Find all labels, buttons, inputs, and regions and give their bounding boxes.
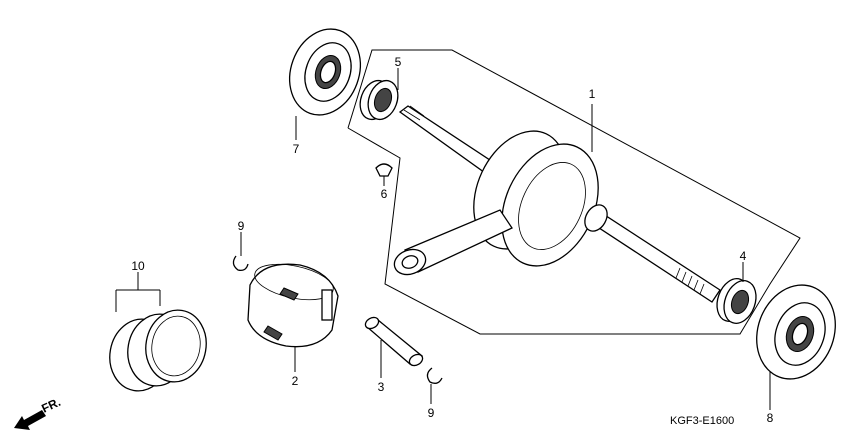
piston-pin-clip-lower[interactable]	[426, 367, 443, 384]
callout-10: 10	[131, 259, 145, 273]
callout-8: 8	[767, 411, 774, 425]
callout-9-upper: 9	[238, 219, 245, 233]
callout-9-lower: 9	[428, 406, 435, 420]
needle-bearing-left[interactable]	[355, 76, 403, 123]
ball-bearing-right[interactable]	[744, 274, 848, 390]
fr-label: FR.	[39, 395, 62, 416]
assembly-boundary	[347, 49, 801, 335]
callout-2: 2	[292, 374, 299, 388]
diagram-code: KGF3-E1600	[670, 415, 734, 427]
piston[interactable]	[247, 258, 339, 348]
front-direction-arrow: FR.	[14, 395, 63, 430]
woodruff-key[interactable]	[375, 163, 393, 177]
piston-pin-clip-upper[interactable]	[232, 255, 249, 272]
callout-3: 3	[378, 380, 385, 394]
callout-4: 4	[740, 249, 747, 263]
piston-rings[interactable]	[104, 305, 212, 395]
leader-lines	[115, 68, 771, 410]
callout-6: 6	[381, 187, 388, 201]
callout-7: 7	[293, 142, 300, 156]
needle-bearing-right[interactable]	[711, 274, 761, 328]
ball-bearing-left[interactable]	[278, 19, 372, 125]
callout-1: 1	[589, 87, 596, 101]
crankshaft[interactable]	[391, 105, 721, 303]
piston-pin[interactable]	[363, 315, 424, 368]
callout-5: 5	[395, 55, 402, 69]
